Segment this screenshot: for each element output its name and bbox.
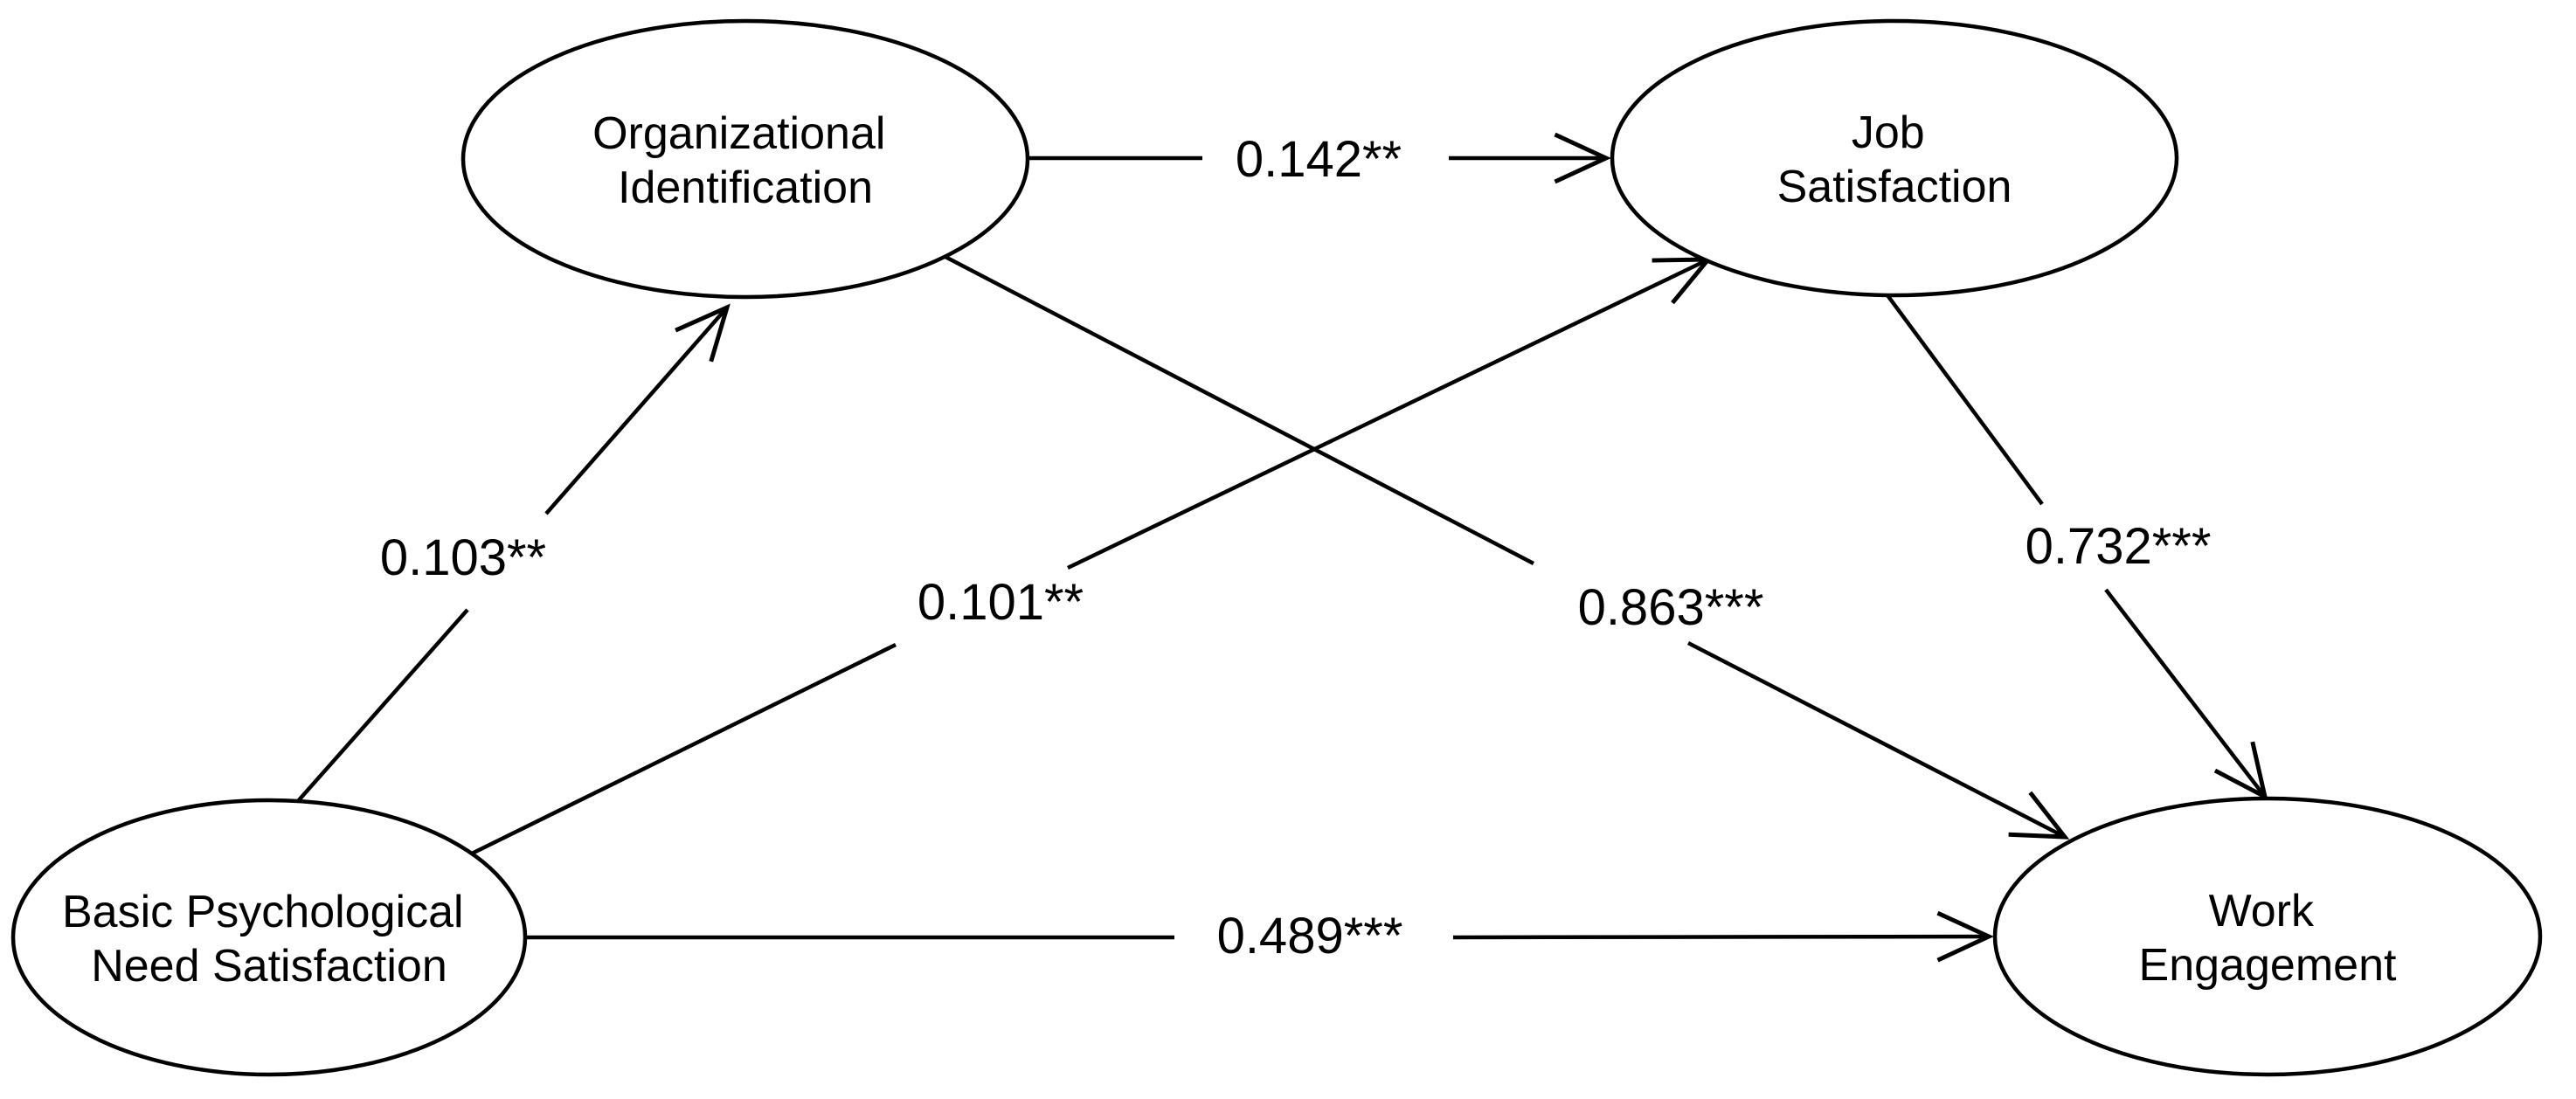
edge-bpns-to-oi-arrow — [544, 303, 731, 515]
edge-bpns-to-oi-segment — [296, 608, 469, 803]
edge-js-to-we-arrow — [2104, 588, 2268, 801]
path-coefficient: 0.101** — [918, 574, 1084, 631]
edge-bpns-to-oi: 0.103** — [296, 303, 731, 803]
node-basic-psychological-need-satisfaction: Basic Psychological Need Satisfaction — [10, 798, 528, 1077]
node-job-satisfaction: Job Satisfaction — [1610, 18, 2179, 298]
edge-oi-to-we: 0.863*** — [942, 254, 2070, 840]
path-coefficient: 0.103** — [380, 529, 546, 586]
edge-bpns-to-js-segment — [471, 642, 897, 856]
latent-variable-ellipse — [1992, 796, 2543, 1077]
edge-oi-to-we-arrow — [1686, 640, 2070, 840]
latent-variable-ellipse — [10, 798, 528, 1077]
edge-js-to-we-segment — [1886, 294, 2044, 506]
edge-bpns-to-js-arrow — [1067, 257, 1714, 570]
latent-variable-ellipse — [1610, 18, 2179, 298]
node-label: Job Satisfaction — [1777, 107, 2012, 212]
node-label: Work Engagement — [2139, 886, 2397, 991]
edge-oi-to-js: 0.142** — [1028, 131, 1611, 188]
node-work-engagement: Work Engagement — [1992, 796, 2543, 1077]
path-coefficient: 0.732*** — [2025, 518, 2212, 575]
latent-variable-ellipse — [460, 18, 1030, 300]
edge-bpns-to-we: 0.489*** — [525, 908, 1994, 964]
node-organizational-identification: Organizational Identification — [460, 18, 1030, 300]
path-coefficient: 0.142** — [1236, 131, 1402, 188]
path-coefficient: 0.489*** — [1217, 908, 1403, 964]
node-label: Organizational Identification — [592, 108, 898, 213]
edge-bpns-to-js: 0.101** — [471, 257, 1714, 856]
edge-js-to-we: 0.732*** — [1886, 294, 2268, 801]
path-coefficient: 0.863*** — [1578, 579, 1764, 636]
edge-oi-to-we-segment — [942, 254, 1535, 565]
node-label: Basic Psychological Need Satisfaction — [62, 887, 476, 992]
